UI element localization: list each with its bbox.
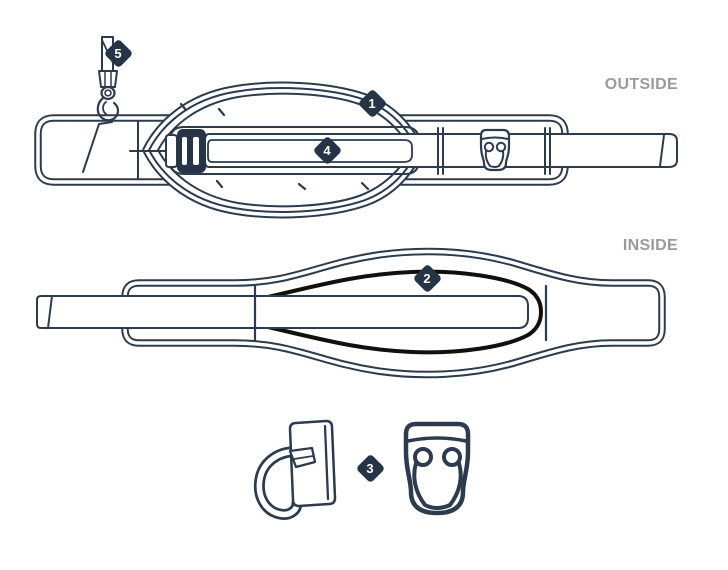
buckle-front-hole bbox=[442, 447, 462, 467]
webbing-strap-inside bbox=[36, 295, 529, 329]
pin-collar bbox=[98, 70, 118, 88]
buckle-front-outline bbox=[403, 421, 471, 516]
callout-3-marker: 3 bbox=[355, 453, 385, 483]
strap-end-cap bbox=[659, 134, 665, 167]
keeper-buckle-hole bbox=[483, 141, 495, 153]
webbing-strap-inner-line bbox=[207, 139, 413, 163]
belt-right-seams bbox=[437, 127, 551, 175]
buckle-front-hole bbox=[413, 447, 433, 467]
callout-number: 5 bbox=[114, 45, 122, 61]
callout-5-marker: 5 bbox=[103, 38, 133, 68]
bar-tack-stitches bbox=[179, 102, 370, 191]
inside-view-drawing bbox=[36, 251, 662, 374]
callout-number: 1 bbox=[368, 95, 376, 111]
callout-1-marker: 1 bbox=[357, 88, 387, 118]
main-buckle-side bbox=[177, 129, 206, 173]
belt-tip-stitch-lines bbox=[82, 121, 113, 173]
callout-2-marker: 2 bbox=[412, 263, 442, 293]
callout-number: 2 bbox=[423, 270, 431, 286]
outside-label: OUTSIDE bbox=[604, 76, 678, 93]
inside-seams bbox=[253, 284, 548, 342]
inside-label: INSIDE bbox=[622, 237, 678, 254]
callout-number: 3 bbox=[366, 460, 374, 476]
foam-pad-edge bbox=[266, 269, 543, 355]
buckle-front-view-drawing bbox=[403, 421, 471, 516]
callout-number: 4 bbox=[323, 142, 331, 158]
pin-ring bbox=[100, 85, 116, 101]
pin-hook bbox=[96, 96, 120, 122]
strap-end-cap-inside bbox=[47, 295, 53, 329]
buckle-bracket bbox=[165, 134, 178, 168]
callout-4-marker: 4 bbox=[312, 135, 342, 165]
keeper-buckle-hole bbox=[495, 141, 507, 153]
buckle-side-view-drawing bbox=[259, 419, 337, 514]
